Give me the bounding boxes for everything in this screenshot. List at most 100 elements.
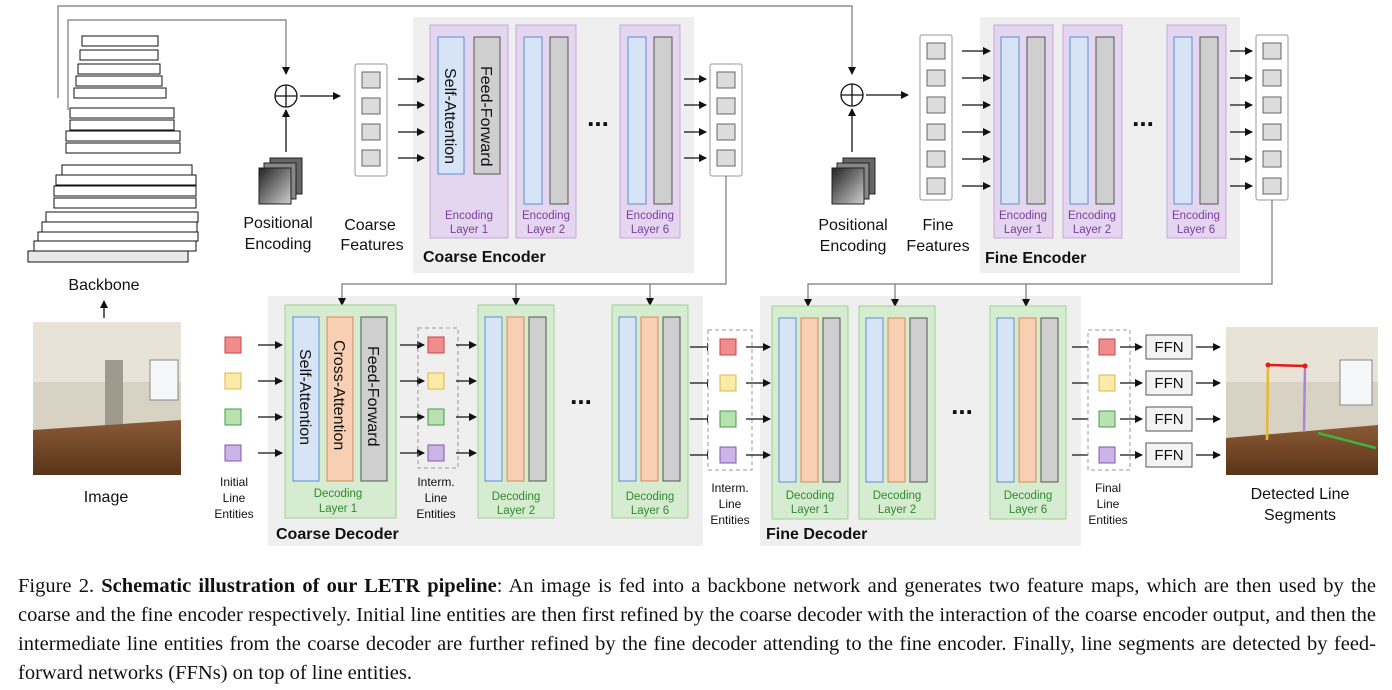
feed-forward-label-coarse-encoder: Feed-Forward xyxy=(477,66,494,166)
fine-enc-layer1-word: Encoding xyxy=(999,210,1047,222)
ffn-label-1: FFN xyxy=(1154,339,1183,356)
fine-encoding-layer-6 xyxy=(1166,24,1227,239)
fine-enc-layer6-word: Encoding xyxy=(1172,210,1220,222)
fine-features-label-2: Features xyxy=(906,238,969,255)
positional-encoding-fine-label-1: Positional xyxy=(818,217,887,234)
fine-dec-layer6-num: Layer 6 xyxy=(1009,504,1047,516)
coarse-features-column xyxy=(354,63,388,177)
initial-entities-label-2: Line xyxy=(223,491,246,505)
interm-fine-label-3: Entities xyxy=(710,513,749,527)
arrows-into-fine-decoder xyxy=(746,343,771,459)
coarse-dec-layer2-num: Layer 2 xyxy=(497,505,535,517)
initial-entities-label-3: Entities xyxy=(214,507,253,521)
arrows-out-fine-encoder xyxy=(1230,47,1253,190)
ffn-box-4 xyxy=(1145,442,1193,468)
final-entities-label-1: Final xyxy=(1095,481,1121,495)
letr-pipeline-diagram: Backbone Image Positional Encoding Coars… xyxy=(27,5,1378,546)
fine-enc-layer6-num: Layer 6 xyxy=(1177,224,1215,236)
final-entities-label-2: Line xyxy=(1097,497,1120,511)
coarse-dec-layer1-num: Layer 1 xyxy=(319,503,357,515)
ffn-label-2: FFN xyxy=(1154,375,1183,392)
fine-enc-layer2-word: Encoding xyxy=(1068,210,1116,222)
interm-coarse-label-1: Interm. xyxy=(417,475,454,489)
fine-decoding-layer-2 xyxy=(858,305,936,520)
plus-icon-coarse xyxy=(274,84,298,108)
fine-decoding-layer-1 xyxy=(771,305,849,520)
coarse-decoder-title: Coarse Decoder xyxy=(276,526,399,543)
caption-rest: : An image is fed into a backbone networ… xyxy=(18,575,1376,684)
coarse-dec-layer2-word: Decoding xyxy=(492,491,541,503)
fine-features-label-1: Fine xyxy=(922,217,953,234)
initial-entities-label-1: Initial xyxy=(220,475,248,489)
fine-encoder-output-column xyxy=(1255,34,1289,201)
ffn-box-3 xyxy=(1145,406,1193,432)
input-image xyxy=(33,322,181,475)
ellipsis-fine-decoder: ... xyxy=(951,390,973,420)
fine-encoder-title: Fine Encoder xyxy=(985,250,1086,267)
arrows-into-fine-encoder xyxy=(962,47,991,190)
positional-encoding-fine-label-2: Encoding xyxy=(820,238,887,255)
positional-encoding-coarse-label-1: Positional xyxy=(243,215,312,232)
fine-encoding-layer-1 xyxy=(993,24,1054,239)
ellipsis-fine-encoder: ... xyxy=(1132,102,1154,132)
coarse-decoding-layer-1 xyxy=(284,304,397,519)
fine-decoding-layer-6 xyxy=(989,305,1067,520)
arrows-into-ffn xyxy=(1120,343,1143,459)
coarse-encoding-layer-1 xyxy=(429,24,509,239)
fine-dec-layer6-word: Decoding xyxy=(1004,490,1053,502)
coarse-decoding-layer-6 xyxy=(611,304,689,519)
interm-entities-fine xyxy=(707,329,753,471)
final-line-entities xyxy=(1087,329,1131,471)
arrows-out-coarse-encoder xyxy=(684,75,707,162)
coarse-dec-layer6-num: Layer 6 xyxy=(631,505,669,517)
coarse-enc-layer2-word: Encoding xyxy=(522,210,570,222)
output-image xyxy=(1226,327,1378,475)
detected-segments-label-1: Detected Line xyxy=(1251,486,1350,503)
feed-forward-label-coarse-decoder: Feed-Forward xyxy=(364,346,381,446)
fine-decoder-title: Fine Decoder xyxy=(766,526,867,543)
fine-feature-line xyxy=(57,5,856,98)
backbone-stack xyxy=(27,35,199,263)
fine-dec-layer2-num: Layer 2 xyxy=(878,504,916,516)
coarse-decoding-layer-2 xyxy=(477,304,555,519)
arrows-out-ffn xyxy=(1196,343,1221,459)
figure-caption: Figure 2. Schematic illustration of our … xyxy=(18,572,1376,688)
coarse-features-label-2: Features xyxy=(340,237,403,254)
coarse-encoding-layer-2 xyxy=(515,24,577,239)
coarse-feature-line xyxy=(67,19,290,110)
coarse-enc-layer1-word: Encoding xyxy=(445,210,493,222)
self-attention-label-coarse-encoder: Self-Attention xyxy=(441,68,458,164)
fine-encoder-to-decoder-line xyxy=(804,200,1273,307)
interm-coarse-label-3: Entities xyxy=(416,507,455,521)
arrows-into-coarse-decoder xyxy=(258,341,283,457)
backbone-label: Backbone xyxy=(68,277,139,294)
fine-enc-layer2-num: Layer 2 xyxy=(1073,224,1111,236)
coarse-features-label-1: Coarse xyxy=(344,217,396,234)
fine-dec-layer1-num: Layer 1 xyxy=(791,504,829,516)
ffn-box-1 xyxy=(1145,334,1193,360)
coarse-encoder-title: Coarse Encoder xyxy=(423,249,546,266)
interm-fine-label-1: Interm. xyxy=(711,481,748,495)
fine-features-column xyxy=(919,34,953,201)
positional-encoding-coarse-icon xyxy=(258,157,303,205)
caption-prefix: Figure 2. xyxy=(18,575,102,597)
arrows-coarse-layer1-out xyxy=(400,341,425,457)
coarse-enc-layer6-num: Layer 6 xyxy=(631,224,669,236)
coarse-dec-layer6-word: Decoding xyxy=(626,491,675,503)
ffn-label-3: FFN xyxy=(1154,411,1183,428)
image-label: Image xyxy=(84,489,129,506)
coarse-enc-layer2-num: Layer 2 xyxy=(527,224,565,236)
fine-dec-layer1-word: Decoding xyxy=(786,490,835,502)
arrows-into-coarse-layer2 xyxy=(456,341,477,457)
ffn-label-4: FFN xyxy=(1154,447,1183,464)
fine-dec-layer2-word: Decoding xyxy=(873,490,922,502)
caption-bold: Schematic illustration of our LETR pipel… xyxy=(101,575,497,597)
coarse-encoder-output-column xyxy=(709,63,743,177)
plus-icon-fine xyxy=(840,83,864,107)
interm-fine-label-2: Line xyxy=(719,497,742,511)
coarse-dec-layer1-word: Decoding xyxy=(314,488,363,500)
cross-attention-label-coarse-decoder: Cross-Attention xyxy=(330,340,347,450)
coarse-enc-layer1-num: Layer 1 xyxy=(450,224,488,236)
fine-encoding-layer-2 xyxy=(1062,24,1123,239)
ellipsis-coarse-decoder: ... xyxy=(570,380,592,410)
